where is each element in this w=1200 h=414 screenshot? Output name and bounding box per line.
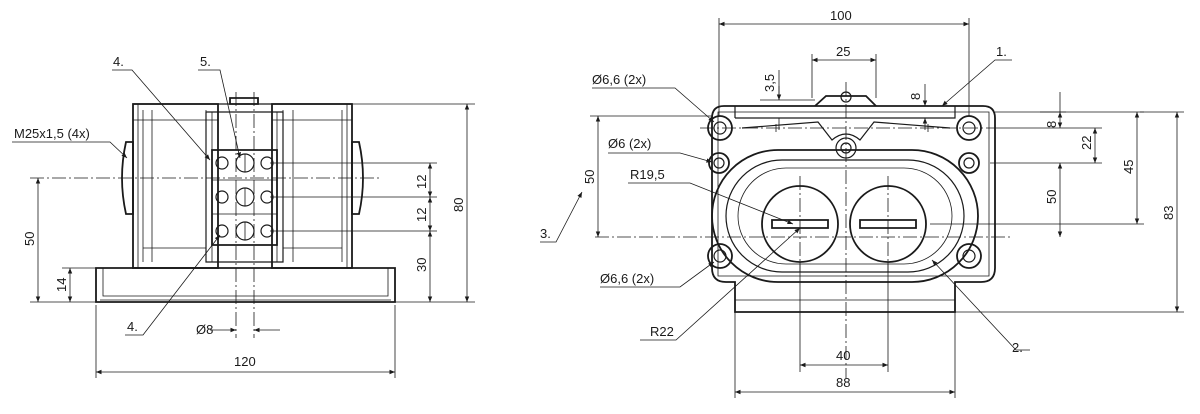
front-dim-8-right: 8 bbox=[1044, 121, 1059, 128]
front-dim-50-left: 50 bbox=[582, 170, 597, 184]
side-dim-120: 120 bbox=[234, 354, 256, 369]
front-hole-66-top: Ø6,6 (2x) bbox=[592, 72, 646, 87]
side-dim-12-upper: 12 bbox=[414, 175, 429, 189]
front-hole-6: Ø6 (2x) bbox=[608, 136, 651, 151]
front-radius-22: R22 bbox=[650, 324, 674, 339]
front-view bbox=[540, 18, 1184, 398]
side-dim-50: 50 bbox=[22, 232, 37, 246]
front-callout-2: 2. bbox=[1012, 340, 1023, 355]
side-callout-4-bottom: 4. bbox=[127, 319, 138, 334]
side-dim-14: 14 bbox=[54, 278, 69, 292]
front-dim-83: 83 bbox=[1161, 206, 1176, 220]
front-dim-3-5: 3,5 bbox=[762, 74, 777, 92]
front-callout-3: 3. bbox=[540, 226, 551, 241]
front-radius-19-5: R19,5 bbox=[630, 167, 665, 182]
side-dim-12-lower: 12 bbox=[414, 208, 429, 222]
front-dim-25: 25 bbox=[836, 44, 850, 59]
front-dim-40: 40 bbox=[836, 348, 850, 363]
front-dim-45: 45 bbox=[1121, 160, 1136, 174]
front-dim-8-top: 8 bbox=[908, 93, 923, 100]
front-dim-100: 100 bbox=[830, 8, 852, 23]
front-dim-88: 88 bbox=[836, 375, 850, 390]
front-callout-1: 1. bbox=[996, 44, 1007, 59]
side-dim-dia8: Ø8 bbox=[196, 322, 213, 337]
side-dim-30: 30 bbox=[414, 258, 429, 272]
side-view bbox=[12, 69, 475, 378]
side-dim-80: 80 bbox=[451, 198, 466, 212]
thread-label: M25x1,5 (4x) bbox=[14, 126, 90, 141]
front-dim-22: 22 bbox=[1079, 136, 1094, 150]
front-hole-66-bottom: Ø6,6 (2x) bbox=[600, 271, 654, 286]
side-callout-4-top: 4. bbox=[113, 54, 124, 69]
side-callout-5: 5. bbox=[200, 54, 211, 69]
front-dim-50-right: 50 bbox=[1044, 190, 1059, 204]
